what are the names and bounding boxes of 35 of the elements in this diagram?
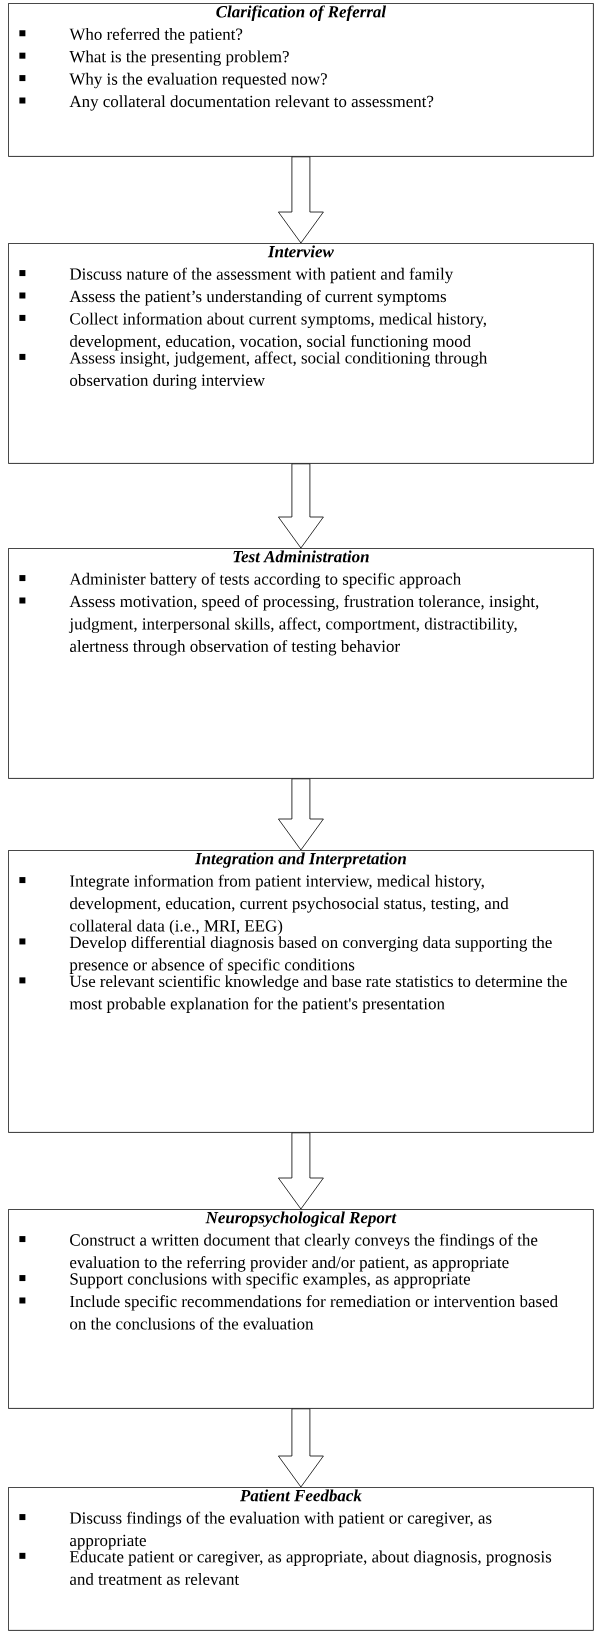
box-title: Patient Feedback (239, 1489, 362, 1502)
list-item: Assess motivation, speed of processing, frustration tolerance, insight, judgment, interpersonal skills, affect, comportment, distractibility, alertness through observation of testing behavior (68, 595, 539, 656)
process-box (8, 850, 594, 1133)
list-item: Any collateral documentation relevant to assessment? (69, 95, 434, 111)
list-item: Why is the evaluation requested now? (69, 72, 327, 89)
box-title: Neuropsychological Report (205, 1211, 397, 1227)
process-box (8, 3, 594, 157)
list-item: What is the presenting problem? (69, 50, 289, 66)
process-box (8, 548, 594, 779)
list-item: Assess insight, judgement, affect, social conditioning through observation during interview (69, 351, 488, 390)
list-item: Include specific recommendations for remediation or intervention based on the conclusions of the evaluation (70, 1295, 558, 1330)
block-arrow (278, 1132, 324, 1210)
list-item: Administer battery of tests according to specific approach (69, 572, 461, 589)
box-title: Interview (267, 245, 334, 258)
list-item: Assess the patient’s understanding of current symptoms (69, 290, 447, 306)
box-title: Integration and Interpretation (194, 852, 406, 868)
list-item: Develop differential diagnosis based on converging data supporting the presence or absence of specific conditions (69, 936, 552, 974)
list-item: Who referred the patient? (69, 27, 243, 44)
block-arrow (278, 1408, 324, 1488)
list-item: Discuss nature of the assessment with patient and family (69, 267, 454, 284)
block-arrow (278, 778, 324, 851)
process-box (8, 1487, 594, 1631)
box-title: Clarification of Referral (216, 5, 387, 21)
list-item: Educate patient or caregiver, as appropriate, about diagnosis, prognosis and treatment as relevant (69, 1550, 552, 1585)
box-title: Test Administration (233, 550, 369, 563)
list-item: Collect information about current symptoms, medical history, development, education, vocation, social functioning mood (70, 312, 486, 351)
list-item: Construct a written document that clearly conveys the findings of the evaluation to the referring provider and/or patient, as appropriate (70, 1233, 538, 1272)
list-item: Integrate information from patient interview, medical history, development, education, current psychosocial status, testing, and collateral data (i.e., MRI, EEG) (70, 874, 509, 935)
list-item: Use relevant scientific knowledge and base rate statistics to determine the most probable explanation for the patient's presentation (69, 974, 567, 1013)
process-box (8, 1209, 594, 1409)
block-arrow (278, 156, 324, 244)
block-arrow (278, 463, 324, 549)
list-item: Support conclusions with specific examples, as appropriate (70, 1272, 471, 1289)
list-item: Discuss findings of the evaluation with patient or caregiver, as appropriate (69, 1511, 492, 1550)
process-box (8, 243, 594, 464)
